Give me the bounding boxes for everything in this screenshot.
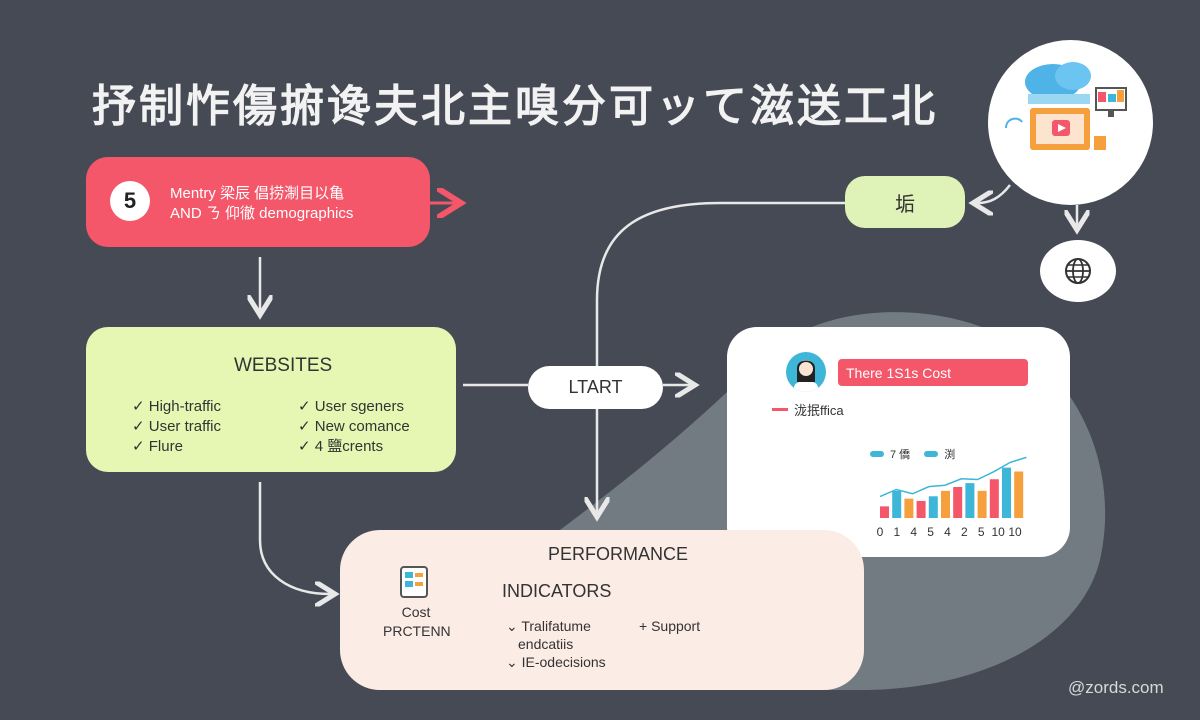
chart-bar	[916, 500, 926, 518]
user-avatar-icon	[794, 360, 818, 392]
chart-bar	[941, 490, 950, 518]
checklist-icon	[400, 566, 428, 598]
performance-subtitle: INDICATORS	[502, 581, 612, 601]
chart-bar	[880, 506, 889, 518]
websites-item: ✓ User traffic	[132, 418, 221, 435]
arrow-circle-to-pill	[978, 184, 1011, 203]
chart-tick-label: 1	[894, 525, 901, 539]
performance-icon	[399, 565, 431, 604]
panel-legend-label: 泷抿ffica	[794, 403, 844, 418]
chart-bar	[928, 496, 938, 518]
demographics-line-1: Mentry 梁辰 倡捞淛目以亀	[170, 185, 345, 202]
performance-icon-label-1: Cost	[401, 604, 431, 620]
websites-title: WEBSITES	[234, 355, 333, 376]
chart-tick-label: 5	[978, 525, 985, 539]
start-node[interactable]: LTART	[528, 366, 663, 409]
performance-card[interactable]	[340, 530, 864, 690]
websites-item: ✓ User sgeners	[298, 398, 404, 415]
websites-card[interactable]	[86, 327, 456, 472]
chart-tick-label: 10	[991, 525, 1005, 539]
watermark: @zords.com	[1068, 678, 1164, 697]
performance-item: endcatiis	[518, 636, 574, 652]
chart-tick-label: 5	[927, 525, 934, 539]
legend-swatch	[772, 408, 788, 411]
globe-icon	[1065, 258, 1091, 284]
chart-bar	[977, 490, 987, 518]
chart-tick-label: 0	[877, 525, 884, 539]
chart-bar	[989, 479, 999, 518]
chart-bar	[953, 487, 963, 518]
mini-legend-swatch	[870, 451, 884, 457]
demographics-line-2: AND ㄋ 仰徹 demographics	[170, 205, 354, 222]
media-illustration-circle	[988, 40, 1153, 205]
performance-item: ⌄ IE-odecisions	[506, 654, 606, 670]
curve-websites-to-performance	[258, 482, 330, 594]
media-illustration-icon	[1005, 62, 1127, 150]
mini-legend: 7 僑 渕	[870, 446, 955, 462]
chart-trend-line	[879, 456, 1027, 498]
chart-bar	[965, 483, 975, 518]
websites-item: ✓ New comance	[298, 418, 410, 435]
page-title: 抒制怍傷捬谗夫北主嗅分可ッて滋送工北	[92, 82, 938, 131]
step-badge: 5	[110, 181, 150, 221]
performance-title: PERFORMANCE	[548, 544, 689, 564]
chart-bar	[892, 490, 902, 518]
websites-left-list: ✓ High-traffic ✓ User traffic ✓ Flure	[132, 397, 221, 457]
performance-item-support: + Support	[639, 618, 701, 634]
chart-bar	[904, 498, 914, 518]
mini-legend-swatch	[924, 451, 939, 457]
websites-item: ✓ High-traffic	[132, 398, 221, 415]
performance-left-list: ⌄ Tralifatume endcatiis ⌄ IE-odecisions	[506, 617, 606, 671]
panel-legend: 泷抿ffica	[772, 400, 844, 419]
websites-right-list: ✓ User sgeners ✓ New comance ✓ 4 鹽crents	[298, 397, 410, 457]
chart-tick-label: 4	[910, 525, 917, 539]
performance-icon-label-2: PRCTENN	[383, 623, 451, 639]
mini-legend-label-2: 渕	[944, 449, 956, 461]
curve-start-to-pill	[595, 201, 845, 366]
chart-tick-label: 10	[1008, 525, 1022, 539]
websites-item: ✓ 4 鹽crents	[298, 438, 384, 455]
chart-bar	[1002, 467, 1011, 518]
mini-legend-label-1: 7 僑	[890, 449, 911, 461]
chart-tick-label: 4	[944, 525, 951, 539]
websites-item: ✓ Flure	[132, 438, 183, 455]
cost-label-bar: There 1S1s Cost	[838, 359, 1028, 386]
chart-tick-label: 2	[961, 525, 968, 539]
top-node-pill[interactable]: 垢	[845, 176, 965, 228]
performance-item: ⌄ Tralifatume	[506, 618, 591, 634]
globe-circle[interactable]	[1040, 240, 1116, 302]
chart-bar	[1014, 471, 1024, 518]
user-avatar	[786, 352, 826, 392]
demographics-text: Mentry 梁辰 倡捞淛目以亀 AND ㄋ 仰徹 demographics	[170, 184, 353, 224]
